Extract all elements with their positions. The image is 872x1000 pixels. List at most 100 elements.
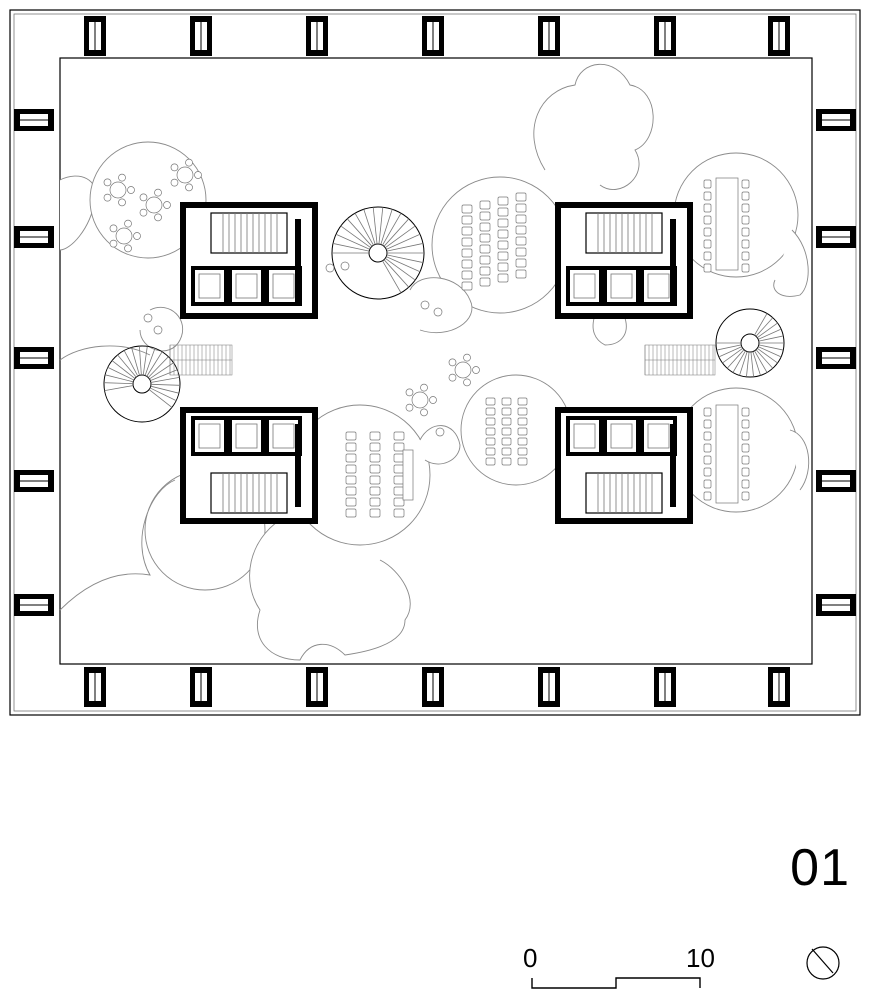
chair bbox=[143, 313, 153, 323]
chair bbox=[124, 244, 132, 253]
chair bbox=[472, 366, 480, 374]
chair bbox=[463, 353, 471, 362]
chair bbox=[479, 200, 491, 210]
chair bbox=[461, 204, 473, 214]
chair bbox=[393, 453, 405, 463]
chair bbox=[517, 457, 528, 466]
chair bbox=[369, 453, 381, 463]
chair bbox=[497, 207, 509, 217]
chair bbox=[501, 397, 512, 406]
chair bbox=[741, 179, 750, 189]
chair bbox=[741, 431, 750, 441]
chair bbox=[741, 263, 750, 273]
chair bbox=[345, 497, 357, 507]
chair bbox=[369, 497, 381, 507]
chair bbox=[741, 203, 750, 213]
round-table bbox=[176, 166, 194, 184]
chair bbox=[703, 179, 712, 189]
chair bbox=[393, 497, 405, 507]
chair bbox=[485, 447, 496, 456]
chair bbox=[479, 222, 491, 232]
chair bbox=[517, 447, 528, 456]
desk bbox=[402, 449, 414, 501]
chair bbox=[448, 373, 457, 382]
chair bbox=[345, 431, 357, 441]
chair bbox=[741, 239, 750, 249]
lift-shaft bbox=[191, 266, 228, 306]
chair bbox=[170, 163, 179, 172]
chair bbox=[103, 193, 112, 202]
core-bottom-left bbox=[180, 407, 318, 524]
chair bbox=[741, 467, 750, 477]
chair bbox=[515, 225, 527, 235]
chair bbox=[497, 196, 509, 206]
chair bbox=[154, 213, 162, 222]
chair bbox=[194, 171, 202, 179]
chair bbox=[170, 178, 179, 187]
chair bbox=[479, 211, 491, 221]
chair bbox=[139, 208, 148, 217]
chair bbox=[133, 232, 141, 240]
chair bbox=[515, 269, 527, 279]
meeting-table bbox=[715, 404, 739, 504]
chair bbox=[741, 419, 750, 429]
chair bbox=[369, 508, 381, 518]
chair bbox=[485, 397, 496, 406]
round-table bbox=[411, 391, 429, 409]
lift-shaft bbox=[228, 266, 265, 306]
chair bbox=[515, 247, 527, 257]
chair bbox=[369, 475, 381, 485]
chair bbox=[703, 443, 712, 453]
lift-shaft bbox=[566, 266, 603, 306]
spiral-stair-right bbox=[715, 308, 785, 378]
chair bbox=[497, 229, 509, 239]
chair bbox=[703, 239, 712, 249]
core-top-right bbox=[555, 202, 693, 319]
chair bbox=[703, 203, 712, 213]
chair bbox=[461, 270, 473, 280]
round-table bbox=[109, 181, 127, 199]
chair bbox=[703, 407, 712, 417]
chair bbox=[515, 192, 527, 202]
chair bbox=[741, 227, 750, 237]
chair bbox=[517, 397, 528, 406]
chair bbox=[501, 437, 512, 446]
lift-shaft bbox=[566, 416, 603, 456]
hatched-run-left bbox=[169, 344, 233, 376]
chair bbox=[461, 215, 473, 225]
scale-start-label: 0 bbox=[523, 943, 538, 973]
chair bbox=[461, 259, 473, 269]
chair bbox=[741, 215, 750, 225]
chair bbox=[741, 191, 750, 201]
chair bbox=[461, 226, 473, 236]
chair bbox=[479, 277, 491, 287]
chair bbox=[501, 407, 512, 416]
chair bbox=[517, 427, 528, 436]
chair bbox=[703, 227, 712, 237]
chair bbox=[405, 388, 414, 397]
chair bbox=[118, 173, 126, 182]
chair bbox=[703, 479, 712, 489]
chair bbox=[703, 263, 712, 273]
chair bbox=[463, 378, 471, 387]
chair bbox=[741, 443, 750, 453]
chair bbox=[461, 281, 473, 291]
chair bbox=[369, 464, 381, 474]
chair bbox=[103, 178, 112, 187]
chair bbox=[433, 307, 443, 317]
chair bbox=[497, 273, 509, 283]
chair bbox=[497, 240, 509, 250]
chair bbox=[703, 491, 712, 501]
chair bbox=[153, 325, 163, 335]
chair bbox=[485, 427, 496, 436]
chair bbox=[741, 455, 750, 465]
chair bbox=[741, 491, 750, 501]
chair bbox=[345, 464, 357, 474]
chair bbox=[124, 219, 132, 228]
chair bbox=[703, 191, 712, 201]
chair bbox=[393, 464, 405, 474]
chair bbox=[501, 457, 512, 466]
chair bbox=[741, 251, 750, 261]
round-table bbox=[115, 227, 133, 245]
